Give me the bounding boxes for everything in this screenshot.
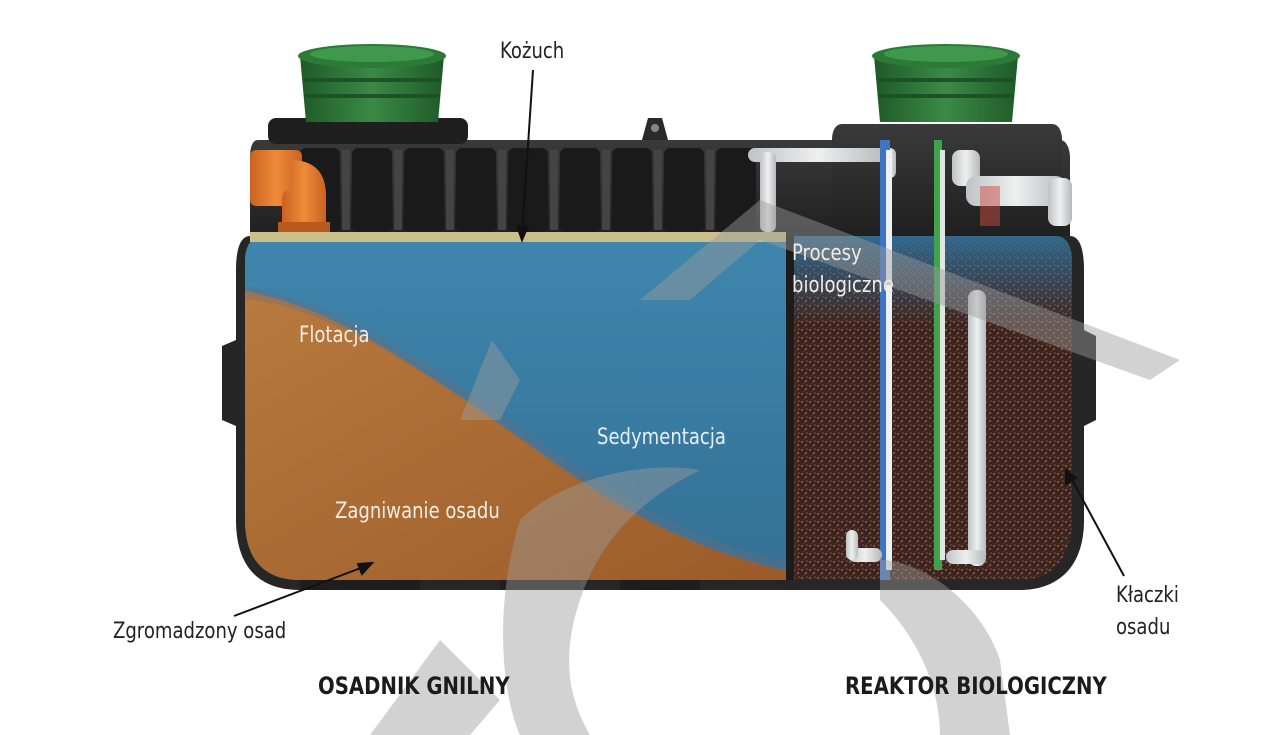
return-pipe: [846, 290, 986, 566]
label-flotacja: Flotacja: [299, 323, 370, 348]
left-manhole-lid: [268, 44, 468, 144]
right-manhole-lid: [832, 44, 1062, 236]
klaczki-pointer: [1069, 475, 1125, 577]
kozuch-pointer: [521, 69, 534, 237]
watermark: [370, 200, 1180, 735]
label-procesy-line1: Procesy: [792, 241, 862, 266]
zgromadzony-arrowhead: [356, 561, 375, 576]
scum-layer: [250, 232, 786, 242]
label-sedymentacja: Sedymentacja: [597, 425, 726, 450]
label-kozuch: Kożuch: [500, 39, 565, 64]
label-zgromadzony-osad: Zgromadzony osad: [113, 619, 287, 644]
title-osadnik-gnilny: OSADNIK GNILNY: [318, 672, 510, 700]
inlet-pipe: [250, 150, 330, 232]
blue-air-pipe: [880, 140, 890, 580]
label-zagniwanie-osadu: Zagniwanie osadu: [335, 499, 500, 524]
label-klaczki-line2: osadu: [1116, 615, 1171, 640]
label-procesy-line2: biologiczne: [792, 273, 894, 298]
tank-interior: [245, 236, 1072, 580]
annotation-arrows: [233, 69, 1125, 617]
title-reaktor-biologiczny: REAKTOR BIOLOGICZNY: [845, 672, 1107, 700]
klaczki-arrowhead: [1065, 467, 1078, 486]
outlet-pipe: [952, 150, 1072, 226]
label-klaczki-line1: Kłaczki: [1116, 583, 1179, 608]
kozuch-arrowhead: [515, 225, 530, 243]
zgromadzony-pointer: [233, 565, 367, 617]
green-pipe: [934, 140, 942, 570]
